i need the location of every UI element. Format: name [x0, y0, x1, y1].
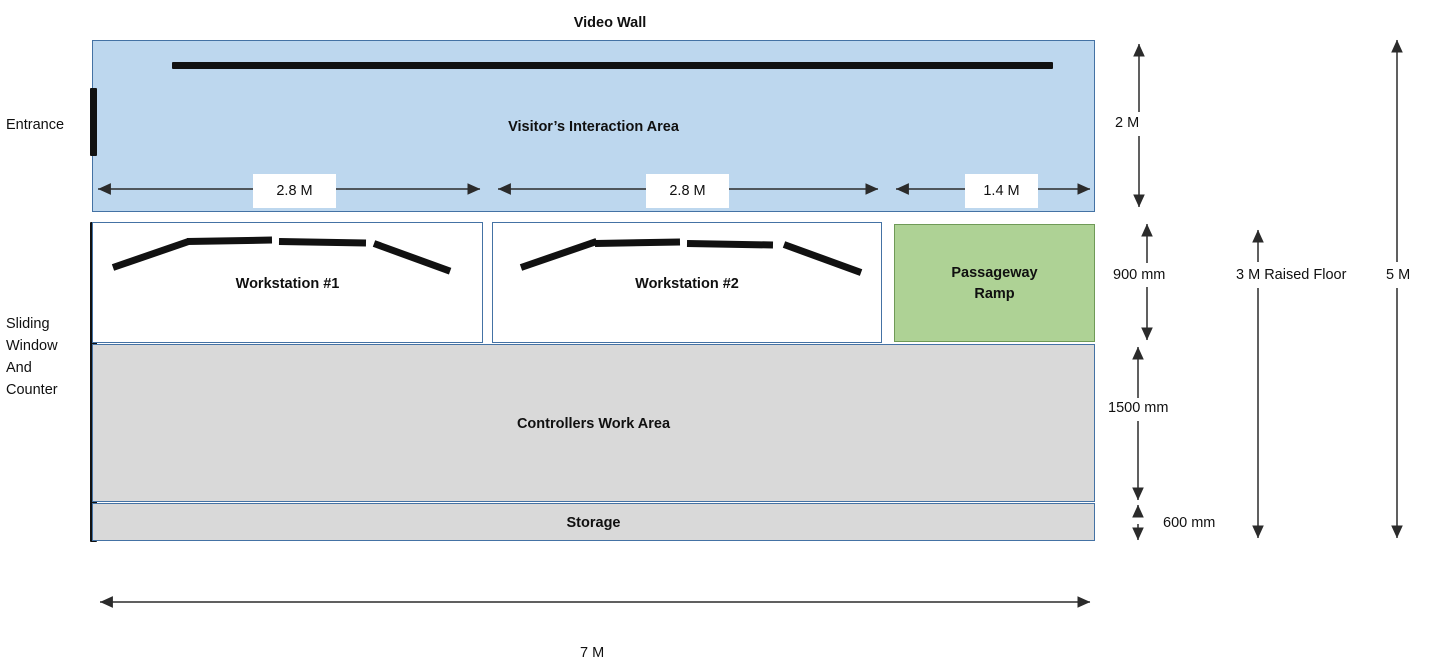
- dim-5m: 5 M: [1386, 267, 1411, 283]
- dim-900mm: 900 mm: [1113, 267, 1166, 283]
- entrance-door-marker: [90, 88, 97, 156]
- controllers-work-area-label: Controllers Work Area: [516, 416, 671, 432]
- sliding-window-and-counter-label: Sliding Window And Counter: [6, 316, 58, 399]
- passageway-ramp[interactable]: Passageway Ramp: [894, 224, 1095, 342]
- video-wall-bar: [172, 62, 1053, 69]
- dim-2-8m-right: 2.8 M: [646, 174, 729, 208]
- workstation-1-label: Workstation #1: [235, 276, 340, 292]
- dim-7m-overall: 7 M: [580, 645, 605, 661]
- controllers-work-area[interactable]: Controllers Work Area: [92, 344, 1095, 502]
- page-title: Video Wall: [573, 15, 647, 31]
- dim-1-4m: 1.4 M: [965, 174, 1038, 208]
- workstation-2-desk-segment-mid-right: [686, 240, 774, 249]
- dim-1500mm: 1500 mm: [1108, 400, 1169, 416]
- workstation-1-desk-segment-mid-left: [186, 236, 273, 245]
- entrance-label: Entrance: [6, 117, 65, 133]
- workstation-2-label: Workstation #2: [635, 276, 739, 292]
- dim-600mm: 600 mm: [1163, 515, 1216, 531]
- workstation-2-desk-segment-mid-left: [594, 238, 681, 247]
- dim-3m-raised-floor: 3 M Raised Floor: [1236, 267, 1347, 283]
- workstation-1-desk-segment-mid-right: [278, 238, 367, 247]
- dim-2m: 2 M: [1115, 115, 1140, 131]
- storage[interactable]: Storage: [92, 503, 1095, 541]
- dim-2-8m-left: 2.8 M: [253, 174, 336, 208]
- passageway-ramp-label: Passageway Ramp: [951, 265, 1038, 303]
- visitors-interaction-area-label: Visitor’s Interaction Area: [508, 119, 679, 135]
- storage-label: Storage: [566, 515, 621, 531]
